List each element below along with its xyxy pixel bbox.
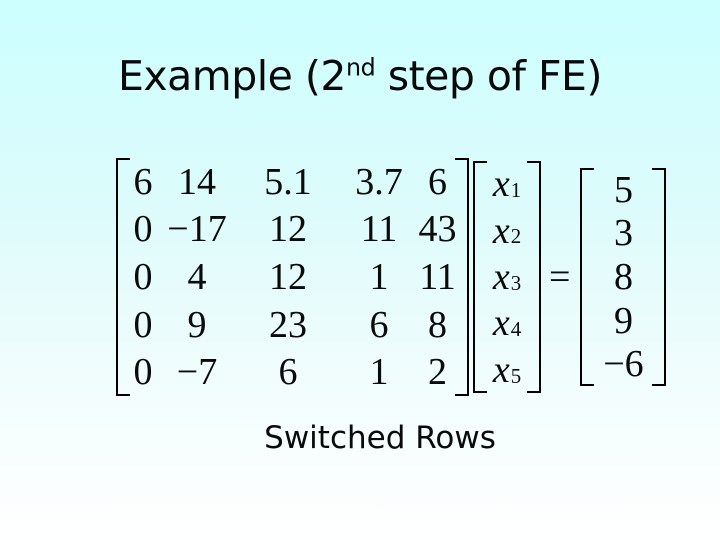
matrix-cell: 12 — [269, 208, 307, 251]
result-cell: 5 — [613, 168, 633, 211]
left-bracket — [473, 161, 487, 393]
slide-title-post: step of FE) — [375, 52, 603, 100]
result-cell: 9 — [613, 299, 633, 342]
matrix-cell: 0 — [133, 256, 153, 298]
right-bracket — [455, 158, 469, 396]
result-cell: 8 — [613, 256, 633, 298]
matrix-cell: 14 — [178, 160, 216, 203]
matrix-cell: −17 — [167, 208, 227, 251]
matrix-cell: 9 — [187, 303, 207, 346]
matrix-cell: 8 — [428, 303, 447, 346]
matrix-cell: 43 — [418, 208, 457, 251]
matrix-cell: 0 — [133, 303, 153, 346]
matrix-cell: 5.1 — [264, 160, 312, 203]
matrix-cell: 11 — [419, 256, 456, 298]
matrix-cell: 0 — [133, 351, 153, 394]
matrix-cell: 3.7 — [355, 160, 403, 203]
matrix-cell: 11 — [360, 208, 398, 251]
slide-caption: Switched Rows — [264, 420, 496, 456]
matrix-cell: 0 — [133, 208, 153, 251]
matrix-cell: 4 — [187, 256, 207, 298]
matrix-cell: 12 — [269, 256, 307, 298]
result-cell: 3 — [613, 212, 633, 255]
right-bracket — [652, 168, 667, 386]
left-bracket — [116, 158, 130, 396]
matrix-cell: 6 — [133, 160, 153, 203]
matrix-cell: 1 — [369, 351, 389, 394]
slide-title-superscript: nd — [346, 53, 376, 82]
result-cell: −6 — [603, 343, 644, 386]
slide-title: Example (2nd step of FE) — [0, 48, 720, 104]
matrix-cell: 6 — [278, 351, 298, 394]
slide-title-pre: Example (2 — [118, 52, 347, 100]
left-bracket — [580, 168, 595, 386]
right-bracket — [527, 161, 541, 393]
matrix-cell: 1 — [369, 256, 389, 298]
equals-sign: = — [549, 256, 571, 298]
matrix-cell: −7 — [176, 351, 218, 394]
matrix-cell: 6 — [428, 160, 447, 203]
matrix-cell: 2 — [428, 351, 447, 394]
matrix-cell: 6 — [369, 303, 389, 346]
matrix-cell: 23 — [269, 303, 307, 346]
